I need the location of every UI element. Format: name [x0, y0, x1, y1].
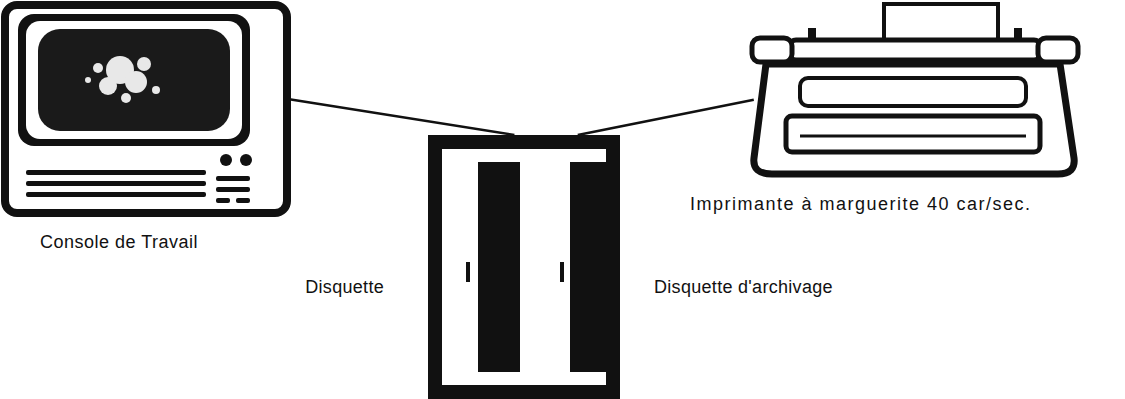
- platen: [790, 40, 1040, 60]
- connector-line: [286, 99, 514, 135]
- slot-label: Disquette d'archivage: [654, 277, 833, 299]
- disk-slot: [570, 162, 612, 372]
- printer-illustration: [752, 4, 1078, 174]
- screen-frame: [26, 21, 242, 139]
- platen-knob: [1038, 38, 1078, 62]
- platen-knob: [752, 38, 792, 62]
- node-caption: Imprimante à marguerite 40 car/sec.: [690, 194, 1032, 216]
- screen-bezel: [18, 14, 250, 146]
- keyboard: [26, 170, 250, 203]
- control-knob: [240, 154, 252, 166]
- paper-slot: [800, 78, 1026, 106]
- console-illustration: [5, 5, 287, 213]
- disk-unit-illustration: [466, 162, 612, 372]
- disk-unit-node: DisquetteDisquette d'archivage: [428, 135, 620, 399]
- disk-latch: [466, 262, 470, 282]
- printer-front: [786, 116, 1040, 152]
- screen: [38, 29, 230, 131]
- printer-body: [754, 64, 1074, 174]
- console-node: Console de Travail: [0, 2, 292, 222]
- console-case: [5, 5, 287, 213]
- disk-latch: [560, 262, 564, 282]
- node-caption: Console de Travail: [40, 232, 198, 254]
- control-knob: [220, 154, 232, 166]
- disk-slot: [478, 162, 520, 372]
- printer-node: Imprimante à marguerite 40 car/sec.: [740, 0, 1085, 178]
- connector-line: [578, 100, 754, 135]
- slot-label: Disquette: [305, 277, 384, 299]
- screen-glow: [85, 56, 160, 103]
